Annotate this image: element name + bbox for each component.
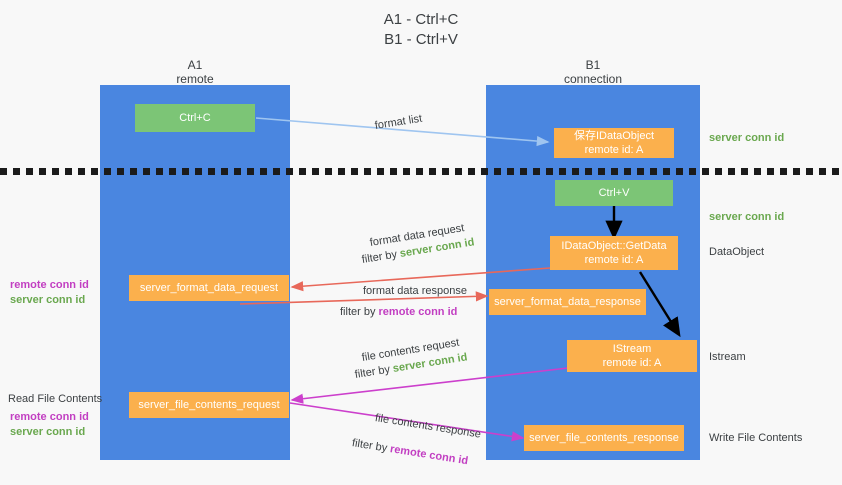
title-line-2: B1 - Ctrl+V (384, 31, 458, 48)
label-remote-conn-id-bottom: remote conn id (10, 411, 89, 423)
label-server-conn-id-second: server conn id (709, 211, 785, 223)
filter-prefix-4: filter by (351, 437, 392, 455)
column-header-a1: A1 remote (95, 58, 295, 86)
column-a1-sub: remote (176, 72, 214, 86)
box-server-format-data-request-label: server_format_data_request (139, 282, 279, 294)
filter-key-remote-conn-id-1: remote conn id (378, 306, 458, 318)
box-getdata-line2: remote id: A (584, 254, 644, 266)
box-ctrl-v-label: Ctrl+V (598, 187, 630, 199)
edge-label-file-contents-response: file contents response (374, 412, 482, 441)
box-idataobject-getdata[interactable]: IDataObject::GetData remote id: A (550, 236, 678, 270)
label-read-file-contents: Read File Contents (8, 393, 103, 405)
box-ctrl-v[interactable]: Ctrl+V (555, 180, 673, 206)
title-line-1: A1 - Ctrl+C (383, 11, 459, 28)
label-server-conn-id-left-top: server conn id (10, 294, 86, 306)
label-write-file-contents: Write File Contents (709, 432, 803, 444)
dashed-separator (0, 168, 842, 175)
label-remote-conn-id-top: remote conn id (10, 279, 89, 291)
box-istream-line1: IStream (612, 343, 652, 355)
column-header-b1: B1 connection (493, 58, 693, 86)
label-istream: Istream (709, 351, 746, 363)
column-b1-name: B1 (585, 58, 601, 72)
column-b1-sub: connection (563, 72, 623, 86)
filter-prefix-3: filter by (353, 363, 394, 381)
label-dataobject: DataObject (709, 246, 765, 258)
edge-label-format-data-response-filter: filter by remote conn id (340, 305, 457, 320)
box-server-format-data-response-label: server_format_data_response (494, 296, 641, 308)
edge-label-format-list: format list (373, 112, 423, 132)
box-istream-line2: remote id: A (602, 357, 662, 369)
filter-prefix-1: filter by (360, 248, 401, 266)
label-group-conn-ids-top: remote conn id server conn id (10, 278, 89, 308)
box-getdata-line1: IDataObject::GetData (561, 240, 667, 252)
box-istream[interactable]: IStream remote id: A (567, 340, 697, 372)
box-server-file-contents-request[interactable]: server_file_contents_request (129, 392, 289, 418)
label-group-conn-ids-bottom: remote conn id server conn id (10, 410, 89, 440)
box-ctrl-c-label: Ctrl+C (179, 112, 211, 124)
box-server-file-contents-response[interactable]: server_file_contents_response (524, 425, 684, 451)
filter-key-remote-conn-id-2: remote conn id (389, 443, 469, 468)
edge-label-file-contents-response-filter: filter by remote conn id (351, 436, 469, 469)
box-ctrl-c[interactable]: Ctrl+C (135, 104, 255, 132)
filter-prefix-2: filter by (340, 306, 379, 318)
box-server-file-contents-request-label: server_file_contents_request (138, 399, 280, 411)
box-save-idataobject-line2: remote id: A (584, 144, 644, 156)
column-a1-name: A1 (187, 58, 203, 72)
box-server-format-data-request[interactable]: server_format_data_request (129, 275, 289, 301)
box-server-format-data-response[interactable]: server_format_data_response (489, 289, 646, 315)
diagram-title: A1 - Ctrl+C B1 - Ctrl+V (0, 10, 842, 50)
label-server-conn-id-top: server conn id (709, 132, 785, 144)
edge-label-format-data-response: format data response (363, 285, 467, 297)
box-server-file-contents-response-label: server_file_contents_response (529, 432, 679, 444)
box-save-idataobject[interactable]: 保存IDataObject remote id: A (554, 128, 674, 158)
box-save-idataobject-line1: 保存IDataObject (573, 130, 655, 142)
label-server-conn-id-left-bottom: server conn id (10, 426, 86, 438)
